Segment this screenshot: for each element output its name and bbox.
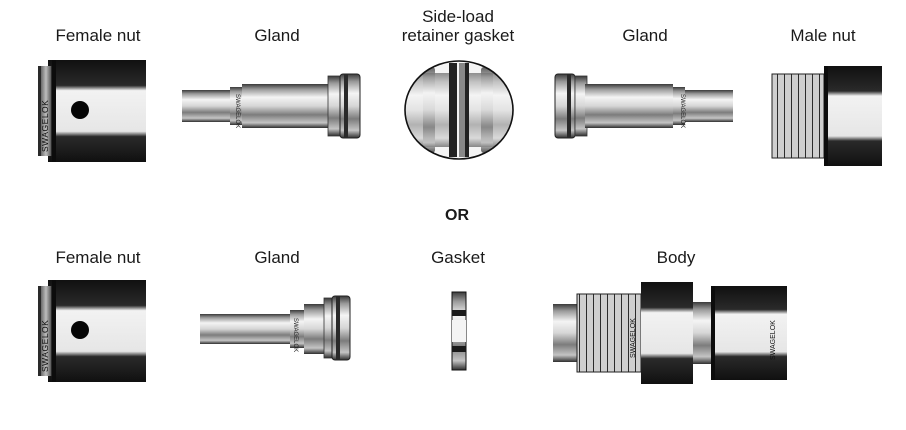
bottom-gasket-label: Gasket <box>431 248 485 267</box>
bottom-gland-label: Gland <box>254 248 300 267</box>
body-label: Body <box>656 248 696 267</box>
top-gland-left-label: Gland <box>254 26 300 45</box>
top-female-nut: SWAGELOK <box>38 56 156 166</box>
bottom-gasket <box>448 290 470 372</box>
or-separator: OR <box>445 207 469 224</box>
side-load-retainer-gasket <box>403 59 515 161</box>
top-female-nut-label: Female nut <box>55 26 141 45</box>
top-female-nut-brand: SWAGELOK <box>40 100 50 152</box>
top-gland-right-brand: SWAGELOK <box>679 94 685 128</box>
bottom-gland-brand: SWAGELOK <box>292 318 298 352</box>
bottom-gland: SWAGELOK <box>198 294 354 362</box>
top-gland-right: SWAGELOK <box>551 72 737 142</box>
male-nut <box>770 64 886 168</box>
bottom-female-nut-brand: SWAGELOK <box>40 320 50 372</box>
side-load-gasket-label: Side-load retainer gasket <box>370 7 546 45</box>
bottom-female-nut: SWAGELOK <box>38 276 156 386</box>
body-brand-left: SWAGELOK <box>630 318 637 358</box>
bottom-female-nut-label: Female nut <box>55 248 141 267</box>
male-nut-label: Male nut <box>790 26 856 45</box>
side-load-gasket-label-line2: retainer gasket <box>401 26 515 45</box>
top-gland-left-brand: SWAGELOK <box>234 94 240 128</box>
body-brand-right: SWAGELOK <box>770 320 777 360</box>
top-gland-left: SWAGELOK <box>178 72 364 142</box>
body: SWAGELOK SWAGELOK <box>551 280 791 386</box>
side-load-gasket-label-line1: Side-load <box>422 7 494 26</box>
top-gland-right-label: Gland <box>622 26 668 45</box>
